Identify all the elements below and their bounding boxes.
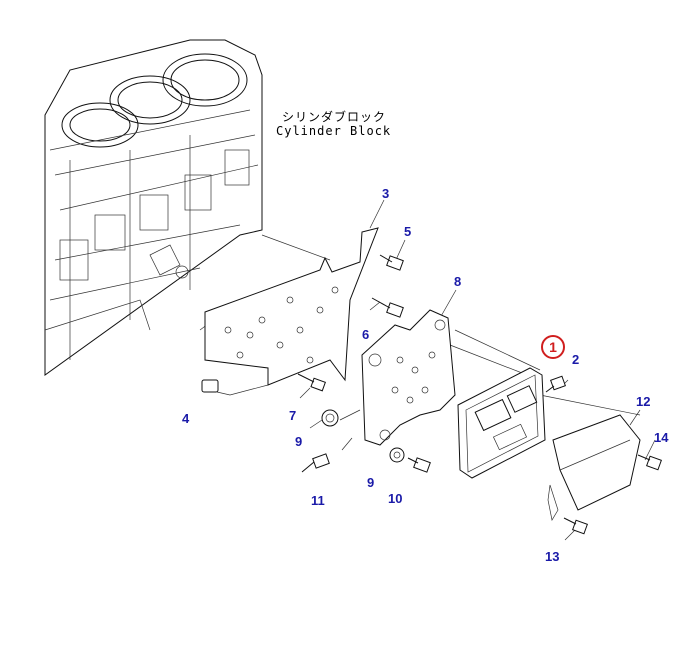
callout-12[interactable]: 12 — [636, 394, 651, 409]
callout-6[interactable]: 6 — [362, 327, 370, 342]
grommet-9b — [389, 447, 405, 463]
callout-7[interactable]: 7 — [289, 408, 297, 423]
callout-13[interactable]: 13 — [545, 549, 560, 564]
bolt-14 — [637, 454, 662, 471]
bolt-10 — [407, 457, 431, 473]
highlighted-part-number[interactable]: 1 — [541, 335, 565, 359]
cover — [547, 414, 641, 521]
bolt-2 — [545, 375, 566, 393]
bolt-11 — [301, 453, 330, 473]
callout-14[interactable]: 14 — [654, 430, 669, 445]
callout-9b[interactable]: 9 — [367, 475, 375, 490]
callout-11[interactable]: 11 — [311, 493, 325, 508]
bolt-6 — [371, 297, 404, 318]
controller-unit — [457, 367, 546, 479]
cylinder-block-label-jp: シリンダブロック — [282, 110, 387, 124]
bolt-7 — [297, 373, 326, 392]
cylinder-block — [44, 39, 263, 376]
callout-10[interactable]: 10 — [388, 491, 403, 506]
bolt-13 — [563, 517, 588, 535]
callout-3[interactable]: 3 — [382, 186, 390, 201]
callout-4[interactable]: 4 — [182, 411, 190, 426]
grommet-9a — [321, 409, 339, 427]
callout-8[interactable]: 8 — [454, 274, 462, 289]
cylinder-block-label-en: Cylinder Block — [276, 124, 392, 138]
callout-2[interactable]: 2 — [572, 352, 580, 367]
mounting-plate — [204, 227, 379, 386]
bolt-5 — [379, 254, 404, 271]
spacer-4 — [201, 379, 219, 393]
bracket — [361, 309, 456, 446]
callout-9a[interactable]: 9 — [295, 434, 303, 449]
callout-5[interactable]: 5 — [404, 224, 412, 239]
